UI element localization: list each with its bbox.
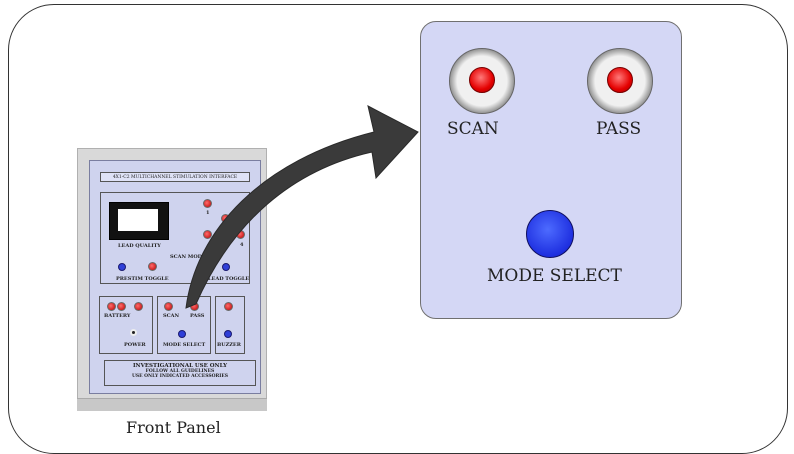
scan-led bbox=[164, 302, 173, 311]
scan-label-small: SCAN bbox=[163, 313, 180, 319]
mode-select-button-small bbox=[178, 330, 186, 338]
power-label: POWER bbox=[124, 342, 146, 348]
battery-power-section bbox=[99, 296, 153, 354]
device-title: 4X1-C2 MULTICHANNEL STIMULATION INTERFAC… bbox=[100, 172, 250, 182]
pass-indicator-light bbox=[607, 67, 633, 93]
buzzer-section bbox=[215, 296, 245, 354]
battery-led-2 bbox=[117, 302, 126, 311]
guidelines-text: FOLLOW ALL GUIDELINES bbox=[145, 369, 215, 374]
prestim-toggle-label: PRESTIM TOGGLE bbox=[116, 276, 169, 282]
power-button bbox=[130, 329, 137, 336]
battery-label: BATTERY bbox=[104, 313, 131, 319]
lead-toggle-label: LEAD TOGGLE bbox=[208, 276, 250, 282]
mode-select-label-small: MODE SELECT bbox=[163, 342, 206, 348]
prestim-led bbox=[148, 262, 157, 271]
device-front-face bbox=[89, 160, 261, 394]
channel-4-label: 4 bbox=[240, 242, 244, 248]
channel-3-led bbox=[203, 230, 212, 239]
investigational-text: INVESTIGATIONAL USE ONLY bbox=[132, 363, 228, 369]
battery-led-1 bbox=[107, 302, 116, 311]
scan-mode-label: SCAN MODE bbox=[170, 254, 206, 260]
mode-select-button bbox=[526, 210, 574, 258]
zoom-arrow bbox=[185, 105, 419, 309]
lead-toggle-button bbox=[222, 263, 230, 271]
battery-led-3 bbox=[134, 302, 143, 311]
device-upper-section bbox=[100, 192, 250, 284]
lead-quality-label: LEAD QUALITY bbox=[118, 243, 161, 249]
buzzer-button bbox=[224, 330, 232, 338]
lead-quality-screen bbox=[118, 209, 158, 231]
scan-label: SCAN bbox=[447, 119, 499, 139]
scan-pass-section bbox=[157, 296, 211, 354]
accessories-text: USE ONLY INDICATED ACCESSORIES bbox=[131, 374, 229, 379]
prestim-toggle-button bbox=[118, 263, 126, 271]
device-base bbox=[77, 398, 267, 411]
buzzer-led bbox=[224, 302, 233, 311]
front-panel-caption: Front Panel bbox=[126, 418, 221, 437]
scan-indicator-light bbox=[469, 67, 495, 93]
mode-select-label: MODE SELECT bbox=[487, 266, 622, 286]
arrow-shape bbox=[185, 105, 419, 309]
channel-1-label: 1 bbox=[206, 210, 210, 216]
pass-label: PASS bbox=[596, 119, 642, 139]
buzzer-label: BUZZER bbox=[217, 342, 241, 348]
channel-1-led bbox=[203, 199, 212, 208]
pass-label-small: PASS bbox=[190, 313, 205, 319]
warning-box: INVESTIGATIONAL USE ONLY FOLLOW ALL GUID… bbox=[104, 360, 256, 386]
